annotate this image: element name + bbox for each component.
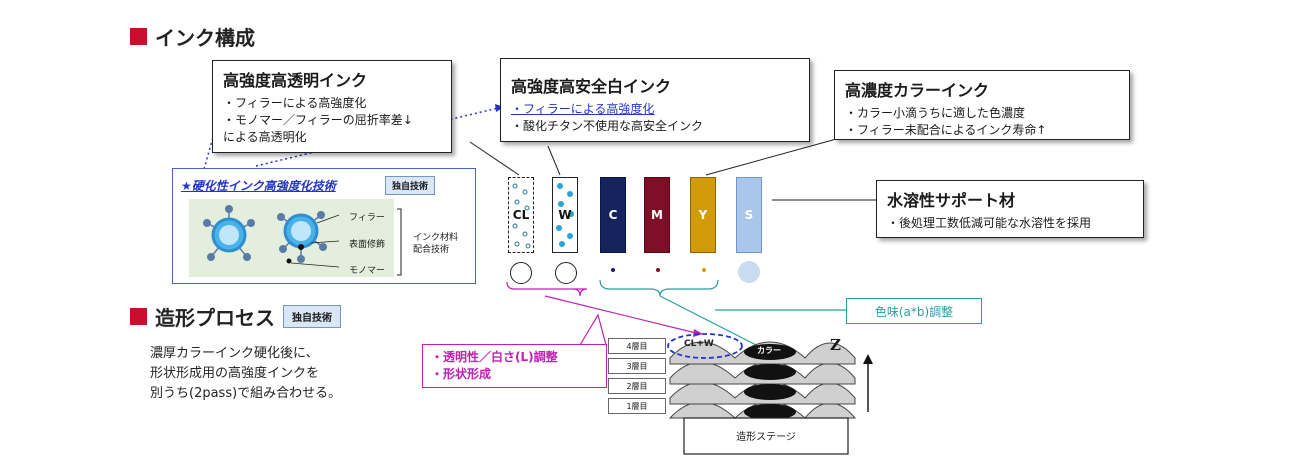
molecule-left: [203, 205, 255, 261]
drop-cyan-icon: [611, 268, 615, 272]
ink-magenta: M: [644, 177, 670, 253]
bracket-icon: [397, 208, 402, 276]
callout-white-title: 高強度高安全白インク: [511, 77, 672, 96]
callout-support: 水溶性サポート材 ・後処理工数低減可能な水溶性を採用: [876, 180, 1144, 238]
section-marker-icon-2: [130, 308, 147, 325]
ink-support-label: S: [744, 208, 754, 222]
tech-box-badge: 独自技術: [385, 176, 436, 195]
molecule-right: [277, 211, 327, 264]
callout-color-ink: 高濃度カラーインク ・カラー小滴うちに適した色濃度 ・フィラー未配合によるインク…: [834, 70, 1130, 140]
ink-clear: CL: [508, 177, 534, 253]
label-material-2: 配合技術: [413, 245, 450, 255]
layer-label-4: 4層目: [608, 338, 666, 354]
ink-white-label: W: [558, 208, 572, 222]
section-marker-icon: [130, 28, 147, 45]
white-particles-icon: [556, 183, 574, 247]
drop-support-icon: [738, 261, 760, 283]
callout-clear-line-2: ・モノマー／フィラーの屈折率差↓: [223, 113, 413, 127]
ink-clear-label: CL: [512, 208, 530, 222]
layer-label-1: 1層目: [608, 398, 666, 414]
callout-white-ink: 高強度高安全白インク ・フィラーによる高強度化 ・酸化チタン不使用な高安全インク: [500, 58, 810, 142]
ink-yellow: Y: [690, 177, 716, 253]
callout-clear-line-3: による高透明化: [223, 130, 307, 144]
drop-yellow-icon: [702, 268, 706, 272]
callout-color-line-1: ・カラー小滴うちに適した色濃度: [845, 106, 1026, 120]
layer-label-3: 3層目: [608, 358, 666, 374]
dotted-line-tech-to-clear: [203, 105, 223, 170]
section-title-process: 造形プロセス 独自技術: [130, 302, 341, 331]
process-description: 濃厚カラーインク硬化後に、 形状形成用の高強度インクを 別うち(2pass)で組…: [150, 344, 341, 404]
process-badge: 独自技術: [283, 305, 341, 328]
pointer-clear: [469, 141, 520, 176]
ink-support: S: [736, 177, 762, 253]
ink-yellow-label: Y: [698, 208, 708, 222]
layer-label-2: 2層目: [608, 378, 666, 394]
tech-box-title: ★硬化性インク高強度化技術: [181, 179, 336, 193]
dotted-arrow-head-icon: [495, 104, 504, 112]
label-material-1: インク材料: [413, 233, 459, 243]
callout-magenta-line-2: ・形状形成: [431, 367, 492, 381]
callout-white-line-2: ・酸化チタン不使用な高安全インク: [511, 119, 704, 133]
section-title-process-text: 造形プロセス: [155, 306, 275, 330]
stage-clw-label: CL+W: [684, 339, 714, 349]
callout-magenta: ・透明性／白さ(L)調整 ・形状形成: [422, 344, 607, 388]
process-desc-line-2: 形状形成用の高強度インクを: [150, 366, 320, 381]
stage-color-label: カラー: [757, 346, 781, 355]
z-arrow-head-icon: [863, 354, 873, 364]
build-stage-illustration: [667, 333, 873, 455]
ink-cyan: C: [600, 177, 626, 253]
molecule-panel: [189, 199, 394, 277]
tech-box: ★硬化性インク高強度化技術 独自技術: [172, 168, 476, 284]
callout-magenta-line-1: ・透明性／白さ(L)調整: [431, 350, 558, 364]
callout-clear-title: 高強度高透明インク: [223, 71, 368, 90]
pointer-white: [547, 145, 561, 176]
ink-white: W: [552, 177, 578, 253]
callout-clear-line-1: ・フィラーによる高強度化: [223, 96, 367, 110]
ink-magenta-label: M: [651, 208, 663, 222]
teal-leader: [659, 295, 763, 349]
callout-color-line-2: ・フィラー未配合によるインク寿命↑: [845, 123, 1047, 137]
drop-clear-icon: [510, 262, 532, 284]
label-monomer: モノマー: [349, 266, 386, 276]
drop-magenta-icon: [656, 268, 660, 272]
callout-teal: 色味(a*b)調整: [846, 298, 982, 324]
section-title-ink-text: インク構成: [155, 26, 255, 50]
z-label: Z: [830, 336, 841, 354]
label-material: インク材料 配合技術: [413, 232, 458, 256]
section-title-ink: インク構成: [130, 22, 255, 51]
callout-support-title: 水溶性サポート材: [887, 191, 1016, 210]
label-surface: 表面修飾: [349, 240, 386, 250]
process-desc-line-3: 別うち(2pass)で組み合わせる。: [150, 386, 342, 401]
dotted-line-tech-to-white: [255, 107, 499, 167]
callout-color-title: 高濃度カラーインク: [845, 81, 990, 100]
clear-particles-icon: [512, 183, 531, 249]
molecule-illustration: [203, 205, 340, 268]
ink-cyan-label: C: [608, 208, 618, 222]
stage-base-label: 造形ステージ: [736, 432, 796, 443]
magenta-leader: [544, 295, 701, 335]
callout-clear-ink: 高強度高透明インク ・フィラーによる高強度化 ・モノマー／フィラーの屈折率差↓ …: [212, 60, 452, 153]
brace-magenta: [506, 281, 581, 297]
brace-teal: [599, 279, 719, 297]
callout-white-line-1: ・フィラーによる高強度化: [511, 102, 655, 116]
pointer-color: [705, 137, 841, 176]
label-filler: フィラー: [349, 213, 385, 223]
process-desc-line-1: 濃厚カラーインク硬化後に、: [150, 346, 319, 361]
drop-white-icon: [555, 262, 577, 284]
callout-support-line-1: ・後処理工数低減可能な水溶性を採用: [887, 216, 1092, 230]
